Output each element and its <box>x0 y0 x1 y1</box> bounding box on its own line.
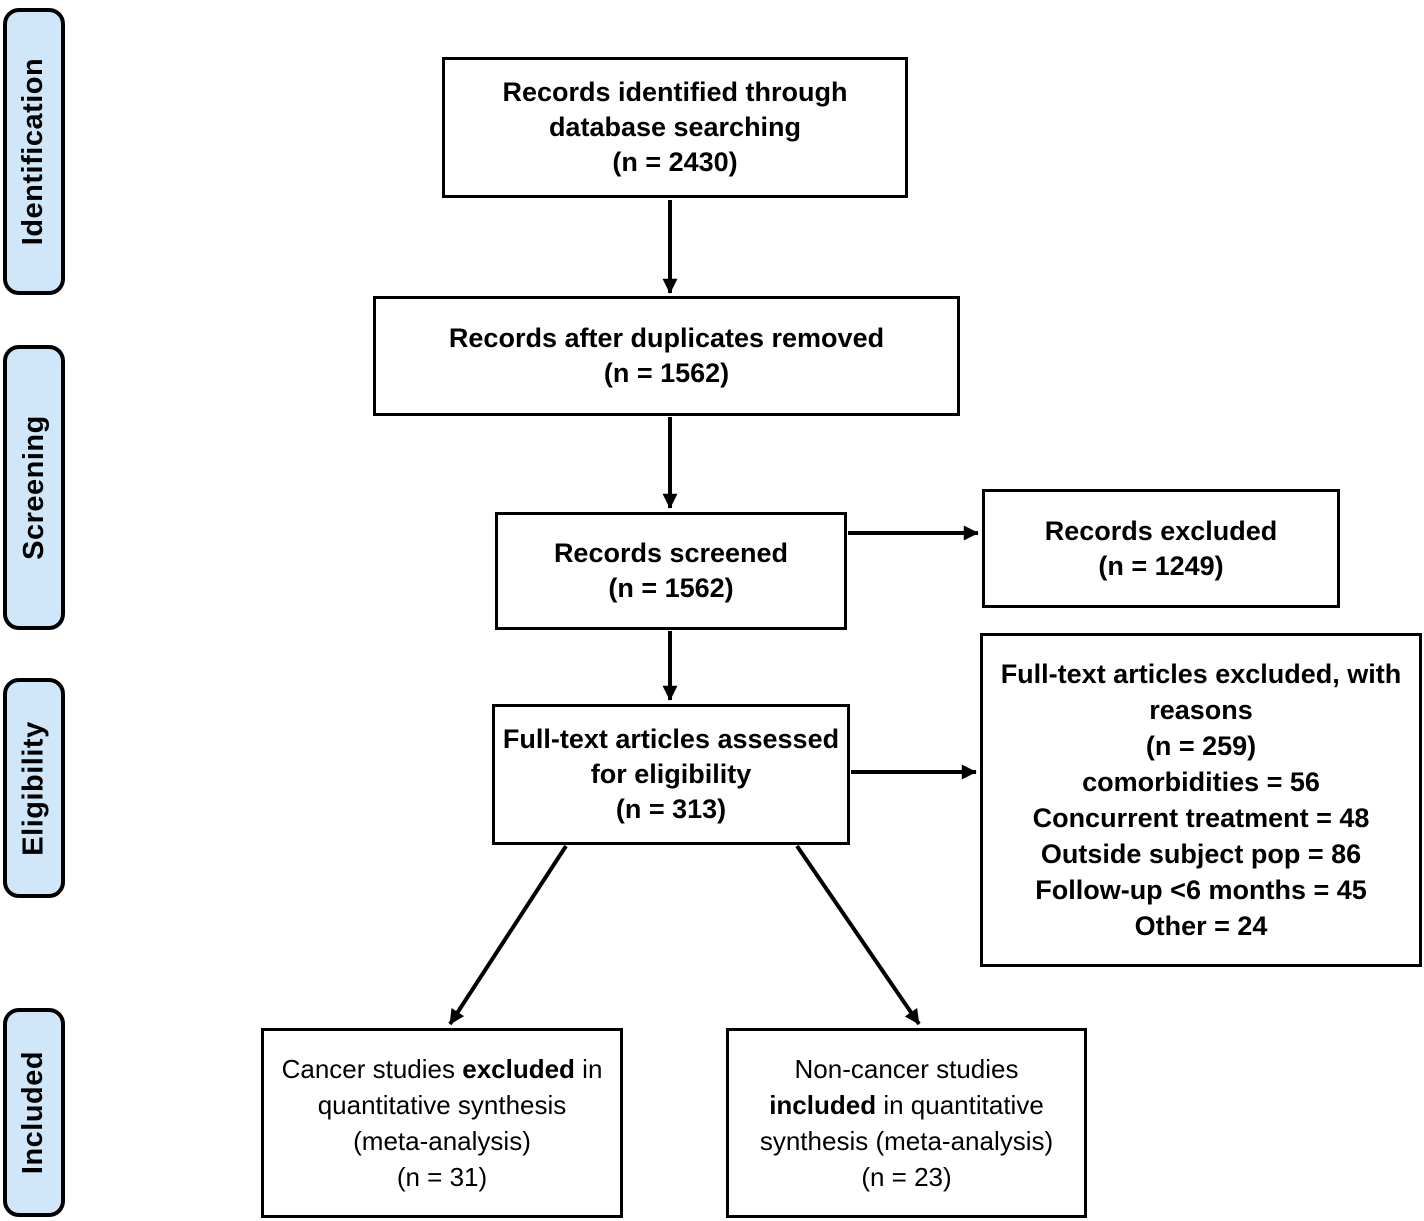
box-text-line: Records screened <box>553 538 789 568</box>
box-count: (n = 259) <box>1145 731 1257 761</box>
box-text-line: Full-text articles excluded, with <box>1000 659 1402 689</box>
box-records-excluded: Records excluded (n = 1249) <box>982 489 1340 608</box>
exclusion-reason: Follow-up <6 months = 45 <box>1035 875 1367 905</box>
box-text-line: included in quantitative <box>769 1090 1044 1120</box>
stage-included: Included <box>3 1008 65 1217</box>
stage-included-label: Included <box>17 1050 50 1175</box>
box-count: (n = 313) <box>615 794 727 824</box>
box-text-line: for eligibility <box>590 759 752 789</box>
box-count: (n = 1562) <box>608 573 734 603</box>
box-count: (n = 1562) <box>603 358 730 388</box>
box-count: (n = 31) <box>396 1162 488 1192</box>
box-text-line: database searching <box>548 112 802 142</box>
box-fulltext-assessed: Full-text articles assessed for eligibil… <box>492 704 850 845</box>
arrow-fulltext-to-noncancer-included <box>795 844 921 1026</box>
exclusion-reason: Outside subject pop = 86 <box>1040 839 1362 869</box>
box-text-line: quantitative synthesis <box>317 1090 567 1120</box>
box-text-line: Full-text articles assessed <box>502 724 840 754</box>
exclusion-reason: comorbidities = 56 <box>1082 767 1320 797</box>
box-count: (n = 2430) <box>612 147 738 177</box>
exclusion-reason: Other = 24 <box>1134 911 1268 941</box>
box-text-line: Non-cancer studies <box>794 1054 1019 1084</box>
box-duplicates-removed: Records after duplicates removed (n = 15… <box>373 296 960 416</box>
box-cancer-studies-excluded: Cancer studies excluded in quantitative … <box>261 1028 623 1218</box>
stage-identification-label: Identification <box>17 57 50 246</box>
box-count: (n = 1249) <box>1098 550 1224 581</box>
exclusion-reason: Concurrent treatment = 48 <box>1032 803 1370 833</box>
box-text-line: Records identified through <box>502 77 848 107</box>
box-text-line: synthesis (meta-analysis) <box>759 1126 1054 1156</box>
box-text-line: Records after duplicates removed <box>448 323 885 353</box>
box-noncancer-studies-included: Non-cancer studies included in quantitat… <box>726 1028 1087 1218</box>
box-text-line: reasons <box>1149 695 1253 725</box>
box-text-line: Cancer studies excluded in <box>281 1054 603 1084</box>
stage-screening: Screening <box>3 345 65 630</box>
arrow-fulltext-to-cancer-excluded <box>448 844 568 1026</box>
box-records-identified: Records identified through database sear… <box>442 57 908 198</box>
stage-eligibility-label: Eligibility <box>17 720 50 856</box>
stage-screening-label: Screening <box>17 415 50 560</box>
box-text-line: (meta-analysis) <box>353 1126 531 1156</box>
box-count: (n = 23) <box>861 1162 952 1192</box>
box-records-screened: Records screened (n = 1562) <box>495 512 847 630</box>
box-fulltext-excluded-reasons: Full-text articles excluded, with reason… <box>980 633 1422 967</box>
stage-eligibility: Eligibility <box>3 678 65 898</box>
box-text-line: Records excluded <box>1044 515 1278 546</box>
stage-identification: Identification <box>3 8 65 295</box>
